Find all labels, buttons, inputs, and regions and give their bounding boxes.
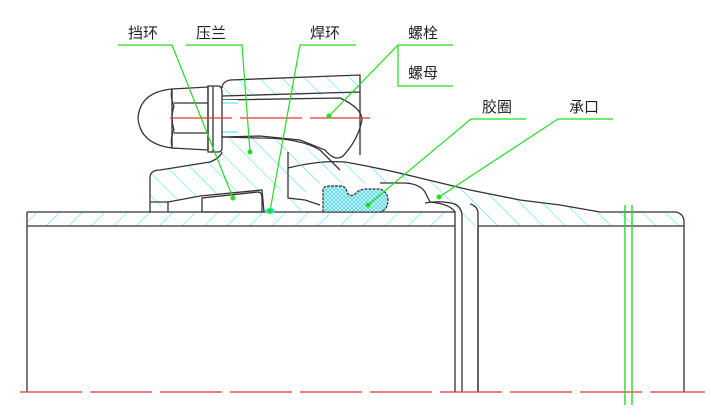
spigot-outline [26,211,456,392]
label-nut: 螺母 [408,64,438,82]
leaders [118,44,613,214]
socket-outline [477,211,685,392]
socket-pipe [477,205,685,392]
socket-inner-step [380,182,456,213]
gland-hatch [150,136,340,212]
label-rubber-ring: 胶圈 [482,98,512,116]
leader-dot-weld-ring [267,208,273,214]
leader-dot-rubber-ring [365,202,371,208]
gland-left-contour [149,151,223,212]
nut-hex-lines [174,102,208,134]
bolt-housing [221,74,361,171]
spigot-wall-hatch [27,212,455,226]
rubber-ring [322,185,389,213]
gland-flange [149,136,340,213]
retaining-ring-shape [201,191,263,213]
leader-weld-ring [269,44,356,212]
spigot-pipe [26,211,456,392]
label-bolt: 螺栓 [408,24,438,42]
gland-inner-recess [167,189,265,213]
gland-right-step [287,152,321,206]
housing-top-hatch [222,75,360,96]
nut [137,85,223,153]
socket-bell-edge [469,203,479,392]
label-gland: 压兰 [196,24,226,42]
label-retaining-ring: 挡环 [128,24,158,42]
socket-bell-inner [424,201,463,392]
leader-nut [397,45,453,87]
label-socket: 承口 [569,98,599,116]
break-lines [624,205,633,405]
nut-washer [207,85,223,153]
leader-dot-gland [247,149,253,155]
leader-socket [438,118,613,198]
leader-dot-socket [436,194,442,200]
leader-retaining-ring [118,44,234,199]
bolt-thread-lines [222,102,238,133]
label-weld-ring: 焊环 [310,24,340,42]
retaining-ring [201,191,263,213]
leader-gland [186,44,251,153]
bolt-shank [221,97,363,159]
nut-dome [137,88,173,149]
housing-bottom-outline [221,136,341,171]
leader-dot-retaining-ring [230,195,236,201]
leader-dot-bolt [326,113,332,119]
nut-hex [170,86,209,151]
rubber-ring-shape [322,185,389,213]
leader-rubber-ring [367,118,526,206]
